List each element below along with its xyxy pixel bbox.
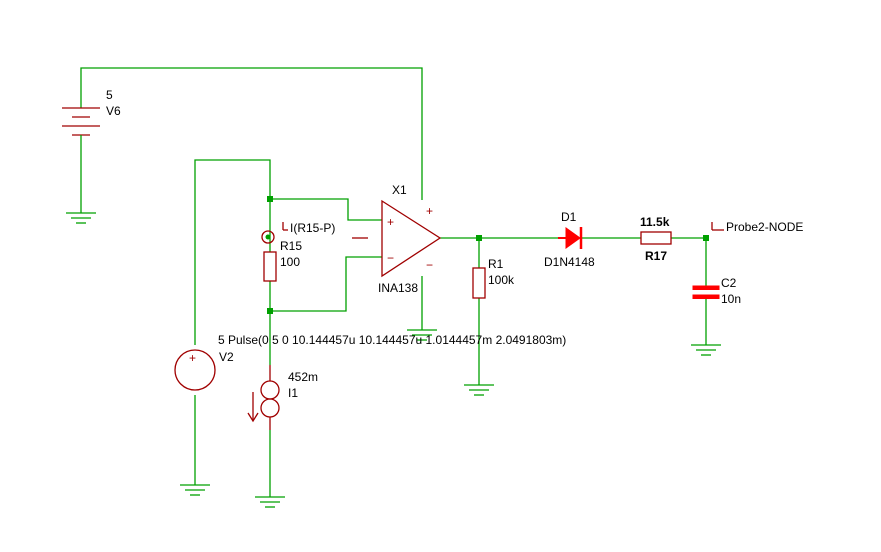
x1-part-label: INA138: [378, 281, 418, 295]
r17-name-label: R17: [645, 249, 667, 263]
current-source-i1[interactable]: 452m I1: [247, 365, 318, 430]
diode-d1[interactable]: D1 D1N4148: [544, 210, 595, 269]
wire-to-inverting-input: [270, 256, 382, 312]
resistor-r17[interactable]: 11.5k R17: [640, 215, 672, 263]
ground-c2: [691, 344, 721, 356]
resistor-r1[interactable]: R1 100k: [472, 257, 515, 299]
opamp-inverting-sign: −: [387, 251, 394, 265]
ground-opamp: [407, 329, 437, 341]
opamp-noninverting-sign: +: [387, 215, 394, 229]
r17-value-label: 11.5k: [640, 215, 670, 229]
c2-name-label: C2: [721, 276, 737, 290]
ground-r1: [464, 384, 494, 396]
wire-to-noninverting-input: [270, 198, 382, 221]
junction-r15-bottom: [267, 308, 273, 314]
resistor-r15[interactable]: R15 100: [263, 239, 302, 282]
x1-name-label: X1: [392, 183, 407, 197]
ground-i1: [255, 496, 285, 508]
wires: [80, 67, 709, 497]
capacitor-c2[interactable]: C2 10n: [692, 276, 741, 306]
wire-v2-to-r15-top: [194, 159, 271, 345]
d1-part-label: D1N4148: [544, 255, 595, 269]
d1-name-label: D1: [561, 210, 577, 224]
current-probe-r15[interactable]: I(R15-P): [261, 221, 335, 244]
junction-r15-top: [267, 196, 273, 202]
pulse-source-v2[interactable]: + V2 5 Pulse(0 5 0 10.144457u 10.144457u…: [174, 333, 566, 391]
i1-name-label: I1: [288, 386, 298, 400]
v2-value-label: 5 Pulse(0 5 0 10.144457u 10.144457u 1.01…: [218, 333, 566, 347]
v6-name-label: V6: [106, 104, 121, 118]
c2-value-label: 10n: [721, 292, 741, 306]
opamp-x1[interactable]: + − + − X1 INA138: [352, 183, 442, 295]
v2-name-label: V2: [219, 350, 234, 364]
ground-v2: [180, 484, 210, 496]
battery-v6[interactable]: 5 V6: [62, 88, 121, 145]
r1-name-label: R1: [488, 257, 504, 271]
v6-value-label: 5: [106, 88, 113, 102]
voltage-probe-probe2[interactable]: Probe2-NODE: [711, 220, 803, 234]
opamp-supply-minus-sign: −: [426, 258, 433, 272]
v2-polarity-symbol: +: [189, 351, 196, 365]
r1-value-label: 100k: [488, 273, 515, 287]
probe2-label: Probe2-NODE: [726, 220, 803, 234]
junction-c2: [703, 235, 709, 241]
wire-v6-to-opamp-supply: [80, 67, 423, 200]
ground-v6: [66, 212, 96, 224]
r15-name-label: R15: [280, 239, 302, 253]
opamp-supply-plus-sign: +: [426, 204, 433, 218]
junction-output: [476, 235, 482, 241]
r15-probe-label: I(R15-P): [290, 221, 335, 235]
r15-value-label: 100: [280, 255, 300, 269]
i1-value-label: 452m: [288, 370, 318, 384]
